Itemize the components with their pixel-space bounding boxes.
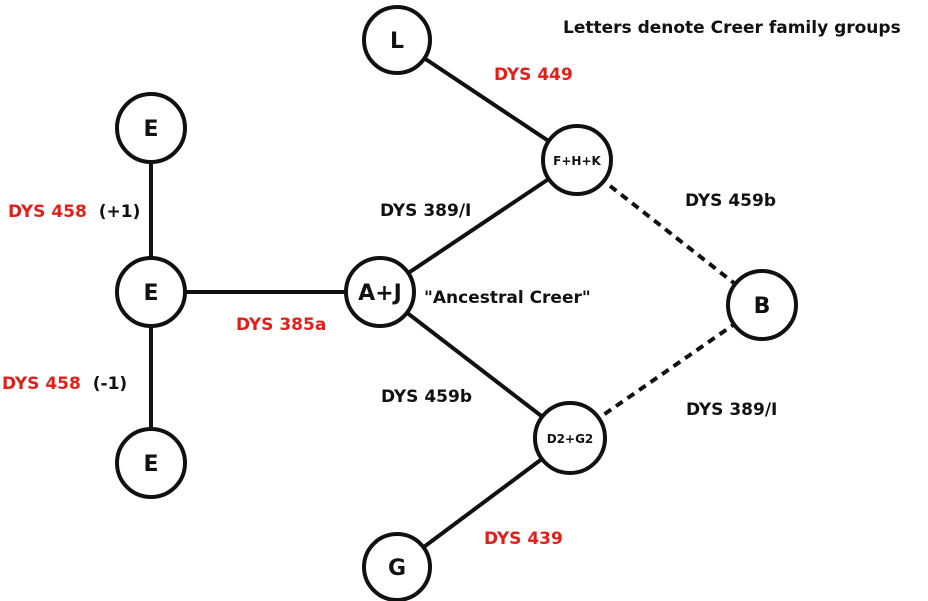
node-d2g2-circle (533, 401, 607, 475)
label-dys459b-upper: DYS 459b (685, 191, 776, 211)
label-dys389-lower: DYS 389/I (686, 400, 777, 420)
node-g: G (362, 532, 432, 601)
node-fhk: F+H+K (541, 124, 613, 196)
edge-fhk-b (575, 158, 764, 307)
diagram-title: Letters denote Creer family groups (563, 18, 901, 38)
node-l-circle (362, 5, 432, 75)
label-dys458-plus: DYS 458 (+1) (8, 202, 140, 222)
edge-d2g2-b (568, 303, 764, 440)
node-e-bot: E (115, 427, 187, 499)
label-dys458-minus-name: DYS 458 (2, 374, 81, 394)
edge-aj-d2g2 (378, 290, 572, 440)
label-dys439: DYS 439 (484, 529, 563, 549)
label-dys449: DYS 449 (494, 65, 573, 85)
node-fhk-circle (541, 124, 613, 196)
node-l-label: L (390, 29, 404, 54)
edge-aj-fhk (378, 158, 579, 294)
node-l: L (362, 5, 432, 75)
node-aj-circle (344, 256, 416, 328)
node-g-circle (362, 532, 432, 601)
node-g-label: G (388, 556, 406, 581)
label-dys458-minus: DYS 458 (-1) (2, 374, 127, 394)
ancestral-creer-label: "Ancestral Creer" (424, 288, 591, 308)
label-dys389-upper: DYS 389/I (380, 201, 471, 221)
node-b-circle (726, 269, 798, 341)
node-aj: A+J (344, 256, 416, 328)
node-d2g2-label: D2+G2 (547, 432, 594, 446)
node-d2g2: D2+G2 (533, 401, 607, 475)
node-e-mid-label: E (143, 281, 158, 306)
node-e-mid-circle (115, 256, 187, 328)
node-e-bot-circle (115, 427, 187, 499)
label-dys458-minus-value: (-1) (93, 374, 127, 394)
label-dys459b-lower: DYS 459b (381, 387, 472, 407)
label-dys458-plus-name: DYS 458 (8, 202, 87, 222)
node-e-bot-label: E (143, 452, 158, 477)
node-e-top-label: E (143, 117, 158, 142)
node-aj-label: A+J (358, 281, 402, 306)
node-e-mid: E (115, 256, 187, 328)
node-b: B (726, 269, 798, 341)
edge-l-fhk (395, 38, 579, 162)
node-b-label: B (754, 294, 771, 319)
node-e-top-circle (115, 92, 187, 164)
label-dys458-plus-value: (+1) (99, 202, 141, 222)
label-dys385a: DYS 385a (236, 315, 326, 335)
node-fhk-label: F+H+K (553, 154, 601, 168)
node-e-top: E (115, 92, 187, 164)
